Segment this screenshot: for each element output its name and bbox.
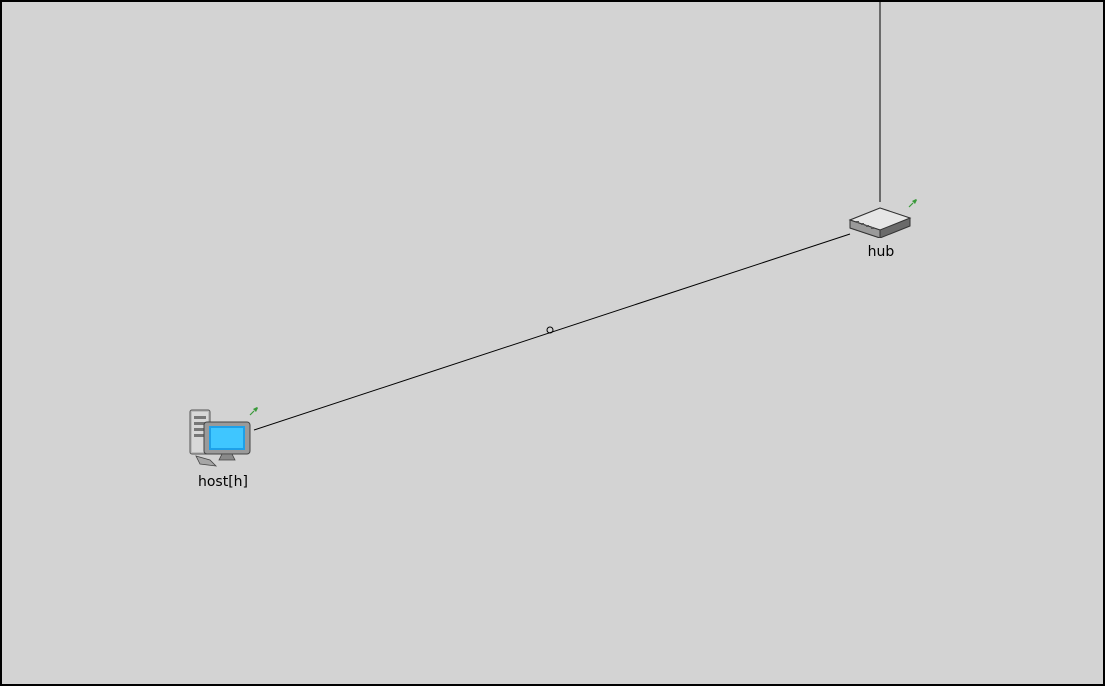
network-hub-icon[interactable] bbox=[846, 198, 914, 238]
hub-node[interactable]: hub bbox=[846, 198, 918, 260]
pin-icon bbox=[249, 407, 258, 416]
hub-label: hub bbox=[867, 244, 895, 260]
link-midpoint-handle[interactable] bbox=[546, 326, 554, 334]
host-node[interactable]: host[h] bbox=[188, 406, 258, 496]
pin-icon bbox=[908, 199, 917, 208]
host-label: host[h] bbox=[197, 474, 249, 490]
desktop-computer-icon[interactable] bbox=[188, 406, 252, 470]
